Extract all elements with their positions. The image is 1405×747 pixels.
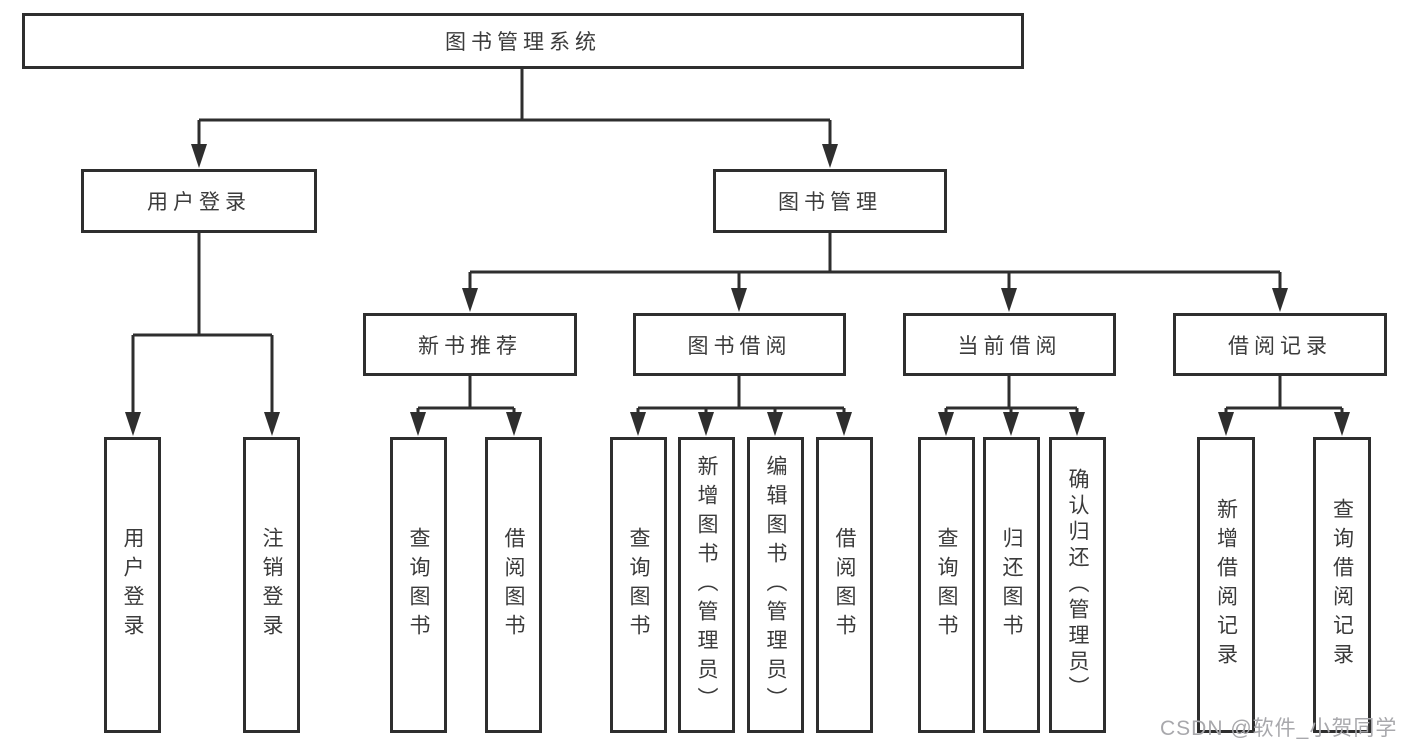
node-label: 确认归还（管理员） [1066, 468, 1089, 702]
node-label: 用户登录 [121, 527, 144, 643]
arrowhead [410, 412, 426, 436]
arrowhead [191, 144, 207, 168]
arrowhead [1003, 412, 1019, 436]
arrowhead [506, 412, 522, 436]
connector-new-rec-trunk [416, 376, 516, 420]
leaf-user-login: 用户登录 [104, 437, 161, 733]
node-book-borrowing: 图书借阅 [633, 313, 846, 376]
node-label: 借阅图书 [502, 527, 525, 643]
arrowhead [1334, 412, 1350, 436]
arrowhead [767, 412, 783, 436]
node-label: 借阅记录 [1228, 334, 1332, 358]
leaf-borrow-books-borrowing: 借阅图书 [816, 437, 873, 733]
arrowhead [1001, 288, 1017, 312]
node-borrowing-records: 借阅记录 [1173, 313, 1387, 376]
arrowhead [731, 288, 747, 312]
leaf-query-borrow-record: 查询借阅记录 [1313, 437, 1371, 733]
node-label: 图书管理系统 [445, 31, 601, 54]
arrowhead [938, 412, 954, 436]
arrowhead [1218, 412, 1234, 436]
arrowhead [462, 288, 478, 312]
node-label: 查询图书 [935, 527, 958, 643]
node-label: 用户登录 [147, 191, 251, 214]
connector-user-login-trunk [131, 233, 274, 420]
node-label: 当前借阅 [957, 334, 1062, 358]
connector-borrowing-records-trunk [1224, 376, 1344, 420]
node-new-book-recommendation: 新书推荐 [363, 313, 577, 376]
watermark: CSDN @软件_小贺同学 [1160, 717, 1398, 740]
leaf-borrow-books-newrec: 借阅图书 [485, 437, 542, 733]
node-book-management: 图书管理 [713, 169, 947, 233]
leaf-query-books-borrowing: 查询图书 [610, 437, 667, 733]
leaf-confirm-return-admin: 确认归还（管理员） [1049, 437, 1106, 733]
connector-root-trunk [197, 68, 832, 150]
node-label: 查询借阅记录 [1330, 498, 1354, 672]
arrowhead [630, 412, 646, 436]
node-label: 图书借阅 [687, 334, 792, 358]
node-current-borrowing: 当前借阅 [903, 313, 1116, 376]
connector-book-management-trunk [468, 233, 1282, 295]
leaf-return-books: 归还图书 [983, 437, 1040, 733]
node-library-management-system: 图书管理系统 [22, 13, 1024, 69]
leaf-query-books-current: 查询图书 [918, 437, 975, 733]
arrowhead [125, 412, 141, 436]
node-label: 新书推荐 [418, 334, 522, 358]
arrowhead [1272, 288, 1288, 312]
node-label: 新增图书（管理员） [695, 454, 718, 716]
arrowhead [264, 412, 280, 436]
node-label: 查询图书 [627, 527, 650, 643]
node-label: 借阅图书 [833, 527, 856, 643]
connector-book-borrowing-trunk [636, 376, 846, 420]
leaf-add-books-admin: 新增图书（管理员） [678, 437, 735, 733]
node-label: 归还图书 [1000, 527, 1023, 643]
node-label: 新增借阅记录 [1214, 498, 1238, 672]
arrowhead [822, 144, 838, 168]
arrowhead [1069, 412, 1085, 436]
node-label: 图书管理 [778, 191, 882, 214]
node-label: 编辑图书（管理员） [764, 454, 787, 716]
node-label: 注销登录 [260, 527, 283, 643]
arrowhead [836, 412, 852, 436]
node-user-login: 用户登录 [81, 169, 317, 233]
leaf-add-borrow-record: 新增借阅记录 [1197, 437, 1255, 733]
arrowhead [698, 412, 714, 436]
node-label: 查询图书 [407, 527, 430, 643]
leaf-edit-books-admin: 编辑图书（管理员） [747, 437, 804, 733]
leaf-logout-login: 注销登录 [243, 437, 300, 733]
leaf-query-books-newrec: 查询图书 [390, 437, 447, 733]
